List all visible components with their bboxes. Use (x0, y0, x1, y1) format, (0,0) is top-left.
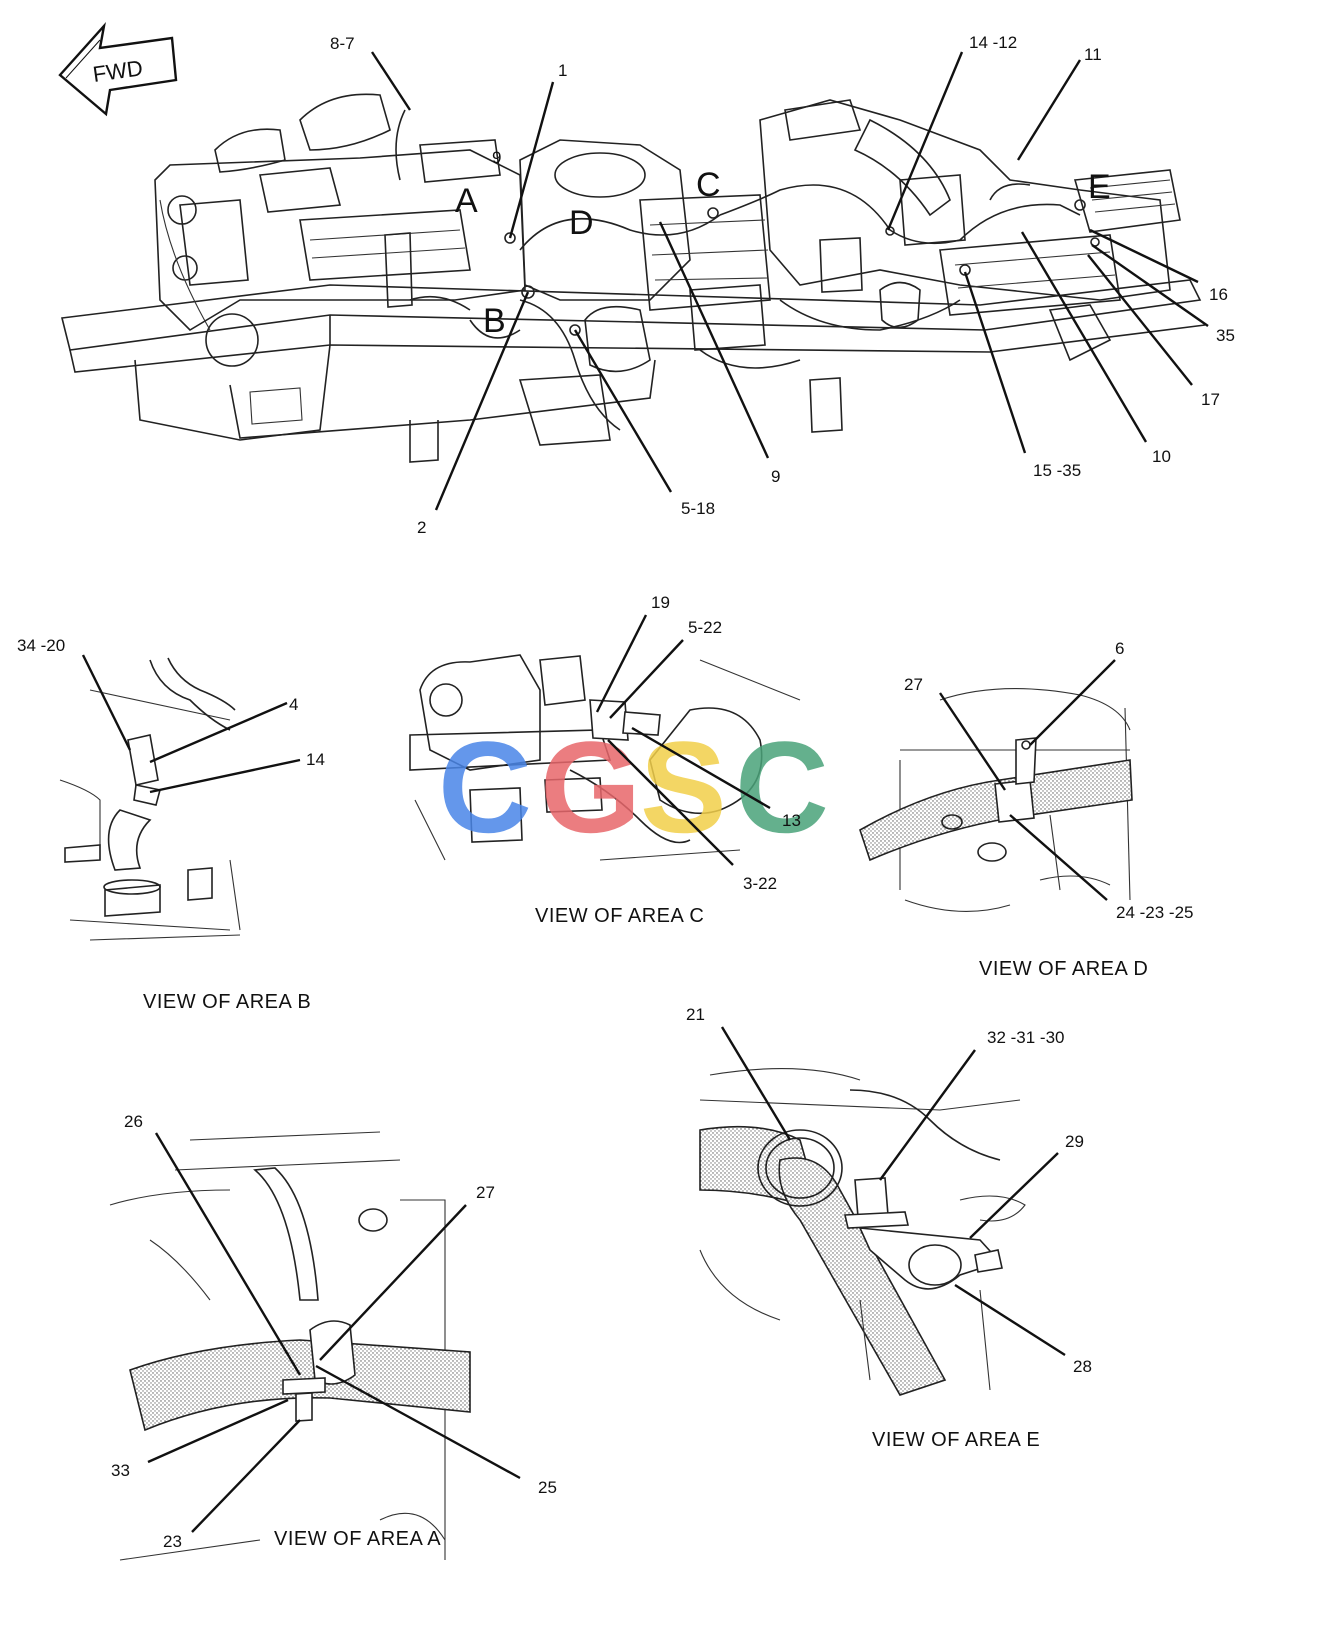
view-area-d-title: VIEW OF AREA D (979, 958, 1148, 980)
view-area-c-title: VIEW OF AREA C (535, 905, 704, 927)
area-letter-e: E (1088, 168, 1111, 206)
callout-11: 11 (1084, 45, 1102, 64)
view-area-e: 21 32 -31 -30 29 28 VIEW OF AREA E (686, 1005, 1092, 1451)
callout-16: 16 (1209, 285, 1228, 304)
fwd-arrow: FWD (58, 22, 178, 117)
callout-26: 26 (124, 1112, 143, 1131)
callout-32-31-30: 32 -31 -30 (987, 1028, 1065, 1047)
area-letter-b: B (483, 302, 506, 340)
callout-6: 6 (1115, 639, 1124, 658)
callout-27-a: 27 (476, 1183, 495, 1202)
callout-15-35: 15 -35 (1033, 461, 1081, 480)
view-area-d: 27 6 24 -23 -25 VIEW OF AREA D (859, 639, 1194, 980)
view-area-a: 26 27 33 25 23 VIEW OF AREA A (109, 1112, 557, 1561)
callout-27-d: 27 (904, 675, 923, 694)
callout-9-bottom: 9 (771, 467, 780, 486)
watermark-letter-s: S (640, 714, 727, 860)
callout-8-7: 8-7 (330, 34, 355, 53)
callout-4: 4 (289, 695, 298, 714)
watermark-logo: C G S C (438, 714, 829, 860)
callout-25: 25 (538, 1478, 557, 1497)
callout-21: 21 (686, 1005, 705, 1024)
callout-14-12: 14 -12 (969, 33, 1017, 52)
callout-2: 2 (417, 518, 426, 537)
view-area-b: 34 -20 4 14 VIEW OF AREA B (17, 636, 325, 1013)
callout-10: 10 (1152, 447, 1171, 466)
callout-19: 19 (651, 593, 670, 612)
callout-5-18: 5-18 (681, 499, 715, 518)
callout-9-top: 9 (492, 148, 501, 167)
watermark-letter-c2: C (735, 714, 829, 860)
area-letter-a: A (455, 182, 478, 220)
callout-35: 35 (1216, 326, 1235, 345)
area-letter-d: D (569, 204, 594, 242)
callout-33: 33 (111, 1461, 130, 1480)
callout-17: 17 (1201, 390, 1220, 409)
callout-29: 29 (1065, 1132, 1084, 1151)
view-area-b-title: VIEW OF AREA B (143, 991, 311, 1013)
main-callouts: 8-7 1 9 14 -12 11 16 35 17 10 15 -35 9 5… (330, 33, 1235, 537)
callout-14: 14 (306, 750, 325, 769)
view-area-c: C G S C 19 5-22 13 3-22 VIEW OF AREA C (409, 593, 829, 927)
machine-frame-drawing (61, 93, 1206, 463)
area-letters: A B C D E (455, 166, 1111, 340)
view-area-e-title: VIEW OF AREA E (872, 1429, 1040, 1451)
callout-24-23-25: 24 -23 -25 (1116, 903, 1194, 922)
callout-13: 13 (782, 811, 801, 830)
watermark-letter-c1: C (438, 714, 532, 860)
callout-28: 28 (1073, 1357, 1092, 1376)
callout-23: 23 (163, 1532, 182, 1551)
view-area-a-title: VIEW OF AREA A (274, 1528, 441, 1550)
callout-3-22: 3-22 (743, 874, 777, 893)
watermark-letter-g: G (540, 714, 641, 860)
callout-5-22: 5-22 (688, 618, 722, 637)
callout-1: 1 (558, 61, 567, 80)
area-letter-c: C (696, 166, 721, 204)
callout-34-20: 34 -20 (17, 636, 65, 655)
